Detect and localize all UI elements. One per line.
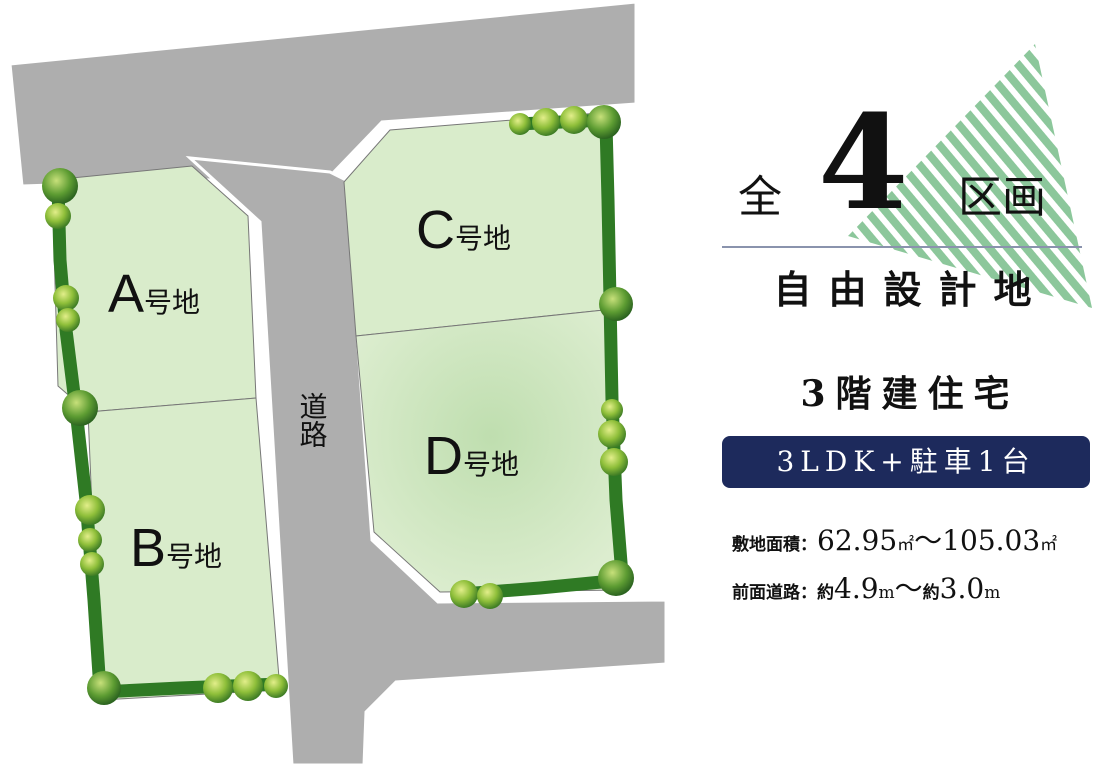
- lot-c-label: C号地: [416, 200, 511, 260]
- tree-icon: [509, 113, 531, 135]
- lot-d-label: D号地: [424, 426, 519, 486]
- lot-a-label: A号地: [108, 264, 200, 324]
- tree-icon: [56, 308, 80, 332]
- tree-icon: [53, 285, 79, 311]
- tree-icon: [62, 390, 98, 426]
- tree-icon: [598, 420, 626, 448]
- info-panel: 全 4 区画 自由設計地 3階建住宅 3LDK+駐車1台 敷地面積：62.95㎡…: [700, 40, 1114, 765]
- stripe-triangle-decoration: [848, 44, 1092, 308]
- divider: [722, 246, 1082, 248]
- front-road-approx: 約: [922, 583, 940, 603]
- lot-labels: A号地 B号地 C号地 D号地: [108, 200, 519, 578]
- total-suffix: 区画: [958, 172, 1046, 223]
- tree-icon: [450, 580, 478, 608]
- site-area-label: 敷地面積：: [732, 535, 817, 555]
- front-road-approx: 約: [817, 583, 834, 603]
- tree-icon: [587, 105, 621, 139]
- tree-icon: [560, 106, 588, 134]
- hedge-east-cd: [599, 117, 629, 582]
- lot-parcels: [51, 111, 627, 701]
- front-road-min: 4.9: [834, 572, 879, 605]
- site-map: A号地 B号地 C号地 D号地 道路: [8, 0, 668, 765]
- layout-badge: 3LDK+駐車1台: [722, 436, 1090, 488]
- lot-b-label: B号地: [130, 518, 222, 578]
- building-type: 3階建住宅: [800, 373, 1020, 415]
- tree-icon: [598, 560, 634, 596]
- site-area-unit: ㎡: [1040, 535, 1058, 555]
- total-prefix: 全: [738, 172, 782, 223]
- tree-icon: [477, 583, 503, 609]
- tree-icon: [601, 399, 623, 421]
- tree-icon: [42, 168, 78, 204]
- trees: [42, 105, 634, 705]
- tree-icon: [532, 108, 560, 136]
- site-area-max: 105.03: [942, 524, 1041, 557]
- front-road-tilde: ～: [894, 572, 923, 605]
- front-road-spec: 前面道路：約4.9m～約3.0m: [732, 572, 1000, 610]
- site-area-min: 62.95: [817, 524, 898, 557]
- site-area-spec: 敷地面積：62.95㎡～105.03㎡: [732, 524, 1057, 562]
- tree-icon: [45, 203, 71, 229]
- tree-icon: [599, 287, 633, 321]
- front-road-max: 3.0: [939, 572, 985, 605]
- tree-icon: [203, 673, 233, 703]
- tree-icon: [75, 495, 105, 525]
- tree-icon: [80, 552, 104, 576]
- top-road: [8, 0, 638, 188]
- tree-icon: [87, 671, 121, 705]
- road-label: 道路: [296, 392, 329, 448]
- site-area-unit: ㎡: [897, 535, 915, 555]
- front-road-label: 前面道路：: [732, 583, 817, 603]
- tree-icon: [78, 528, 102, 552]
- tree-icon: [264, 674, 288, 698]
- site-area-tilde: ～: [914, 524, 943, 557]
- front-road-unit: m: [984, 583, 1001, 603]
- headline: 自由設計地: [773, 267, 1049, 312]
- tree-icon: [233, 671, 263, 701]
- total-lot-count: 4: [818, 86, 909, 239]
- tree-icon: [600, 448, 628, 476]
- front-road-unit: m: [878, 583, 895, 603]
